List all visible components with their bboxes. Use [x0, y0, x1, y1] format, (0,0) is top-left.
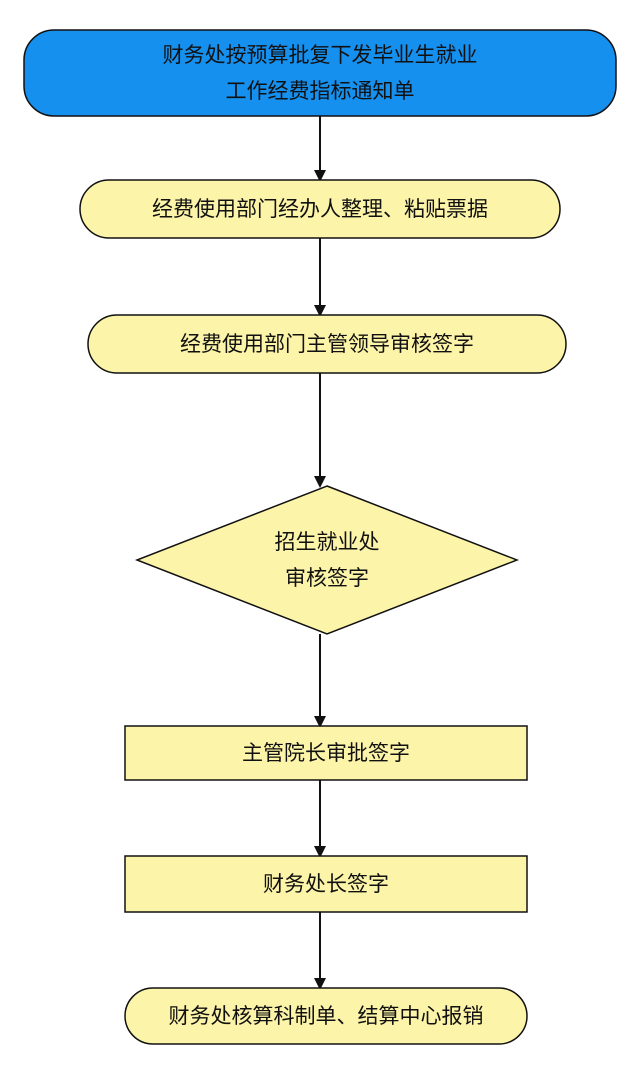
step-finance-director-sign: 财务处长签字 — [124, 855, 528, 913]
step-dept-head-review-shape — [87, 314, 567, 374]
step-admissions-review-label-line-2: 审核签字 — [285, 566, 369, 590]
step-organize-receipts-label-line-1: 经费使用部门经办人整理、粘贴票据 — [152, 197, 488, 221]
step-reimbursement-label-line-1: 财务处核算科制单、结算中心报销 — [169, 1004, 484, 1028]
step-vice-president-approval-shape — [124, 725, 528, 781]
step-vice-president-approval-label-line-1: 主管院长审批签字 — [242, 741, 410, 765]
step-finance-director-sign-label-line-1: 财务处长签字 — [263, 872, 389, 896]
step-organize-receipts: 经费使用部门经办人整理、粘贴票据 — [79, 179, 561, 239]
step-vice-president-approval: 主管院长审批签字 — [124, 725, 528, 781]
step-dept-head-review-label-line-1: 经费使用部门主管领导审核签字 — [180, 332, 474, 356]
step-budget-notice-shape — [23, 29, 617, 117]
step-budget-notice-label-line-1: 财务处按预算批复下发毕业生就业 — [163, 43, 478, 67]
step-organize-receipts-shape — [79, 179, 561, 239]
step-admissions-review-label-line-1: 招生就业处 — [275, 530, 380, 554]
step-finance-director-sign-shape — [124, 855, 528, 913]
step-reimbursement-shape — [124, 987, 528, 1045]
step-reimbursement: 财务处核算科制单、结算中心报销 — [124, 987, 528, 1045]
step-admissions-review-shape — [134, 485, 520, 635]
step-dept-head-review: 经费使用部门主管领导审核签字 — [87, 314, 567, 374]
step-budget-notice-label-line-2: 工作经费指标通知单 — [226, 79, 415, 103]
